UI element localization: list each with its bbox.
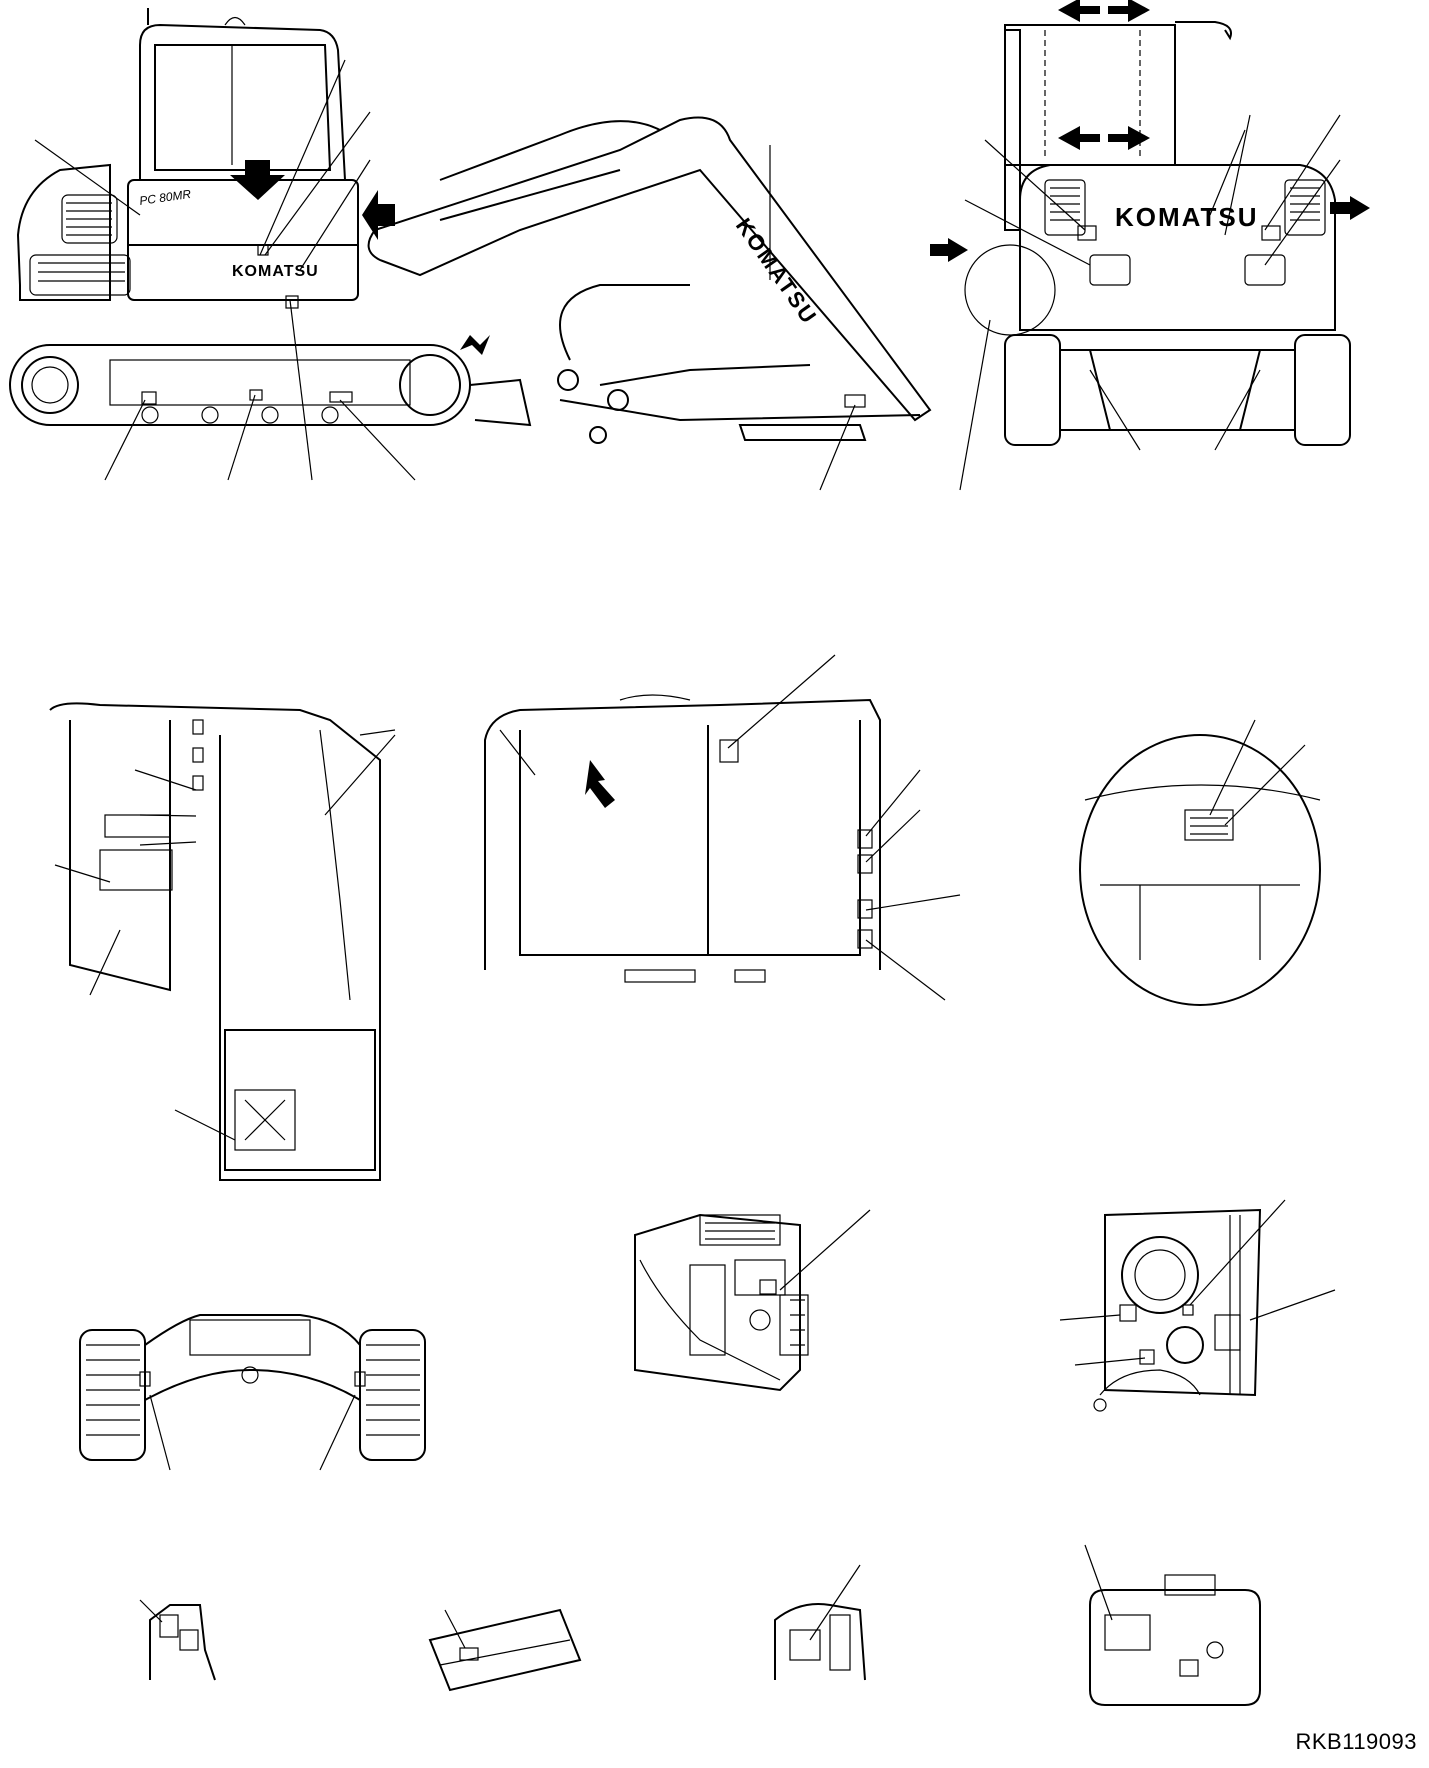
bottom-detail-views [139,1544,1261,1706]
rear-brand-lettering: KOMATSU [1115,202,1259,232]
excavator-side-view: PC 80MR KOMATSU KOMATSU [9,8,932,491]
engine-detail-view [1059,1199,1336,1412]
cab-model-lettering: PC 80MR [138,187,192,208]
excavator-rear-view: KOMATSU [930,0,1370,491]
side-brand-lettering: KOMATSU [232,263,319,280]
undercarriage-detail-view [79,1314,426,1471]
cab-interior-left-view [49,702,396,1181]
cab-interior-right-view [484,654,961,1001]
drawing-code: RKB119093 [1295,1729,1417,1754]
boom-brand-lettering: KOMATSU [731,214,822,330]
valve-detail-view [634,1209,871,1392]
circle-detail-view [1079,719,1321,1006]
